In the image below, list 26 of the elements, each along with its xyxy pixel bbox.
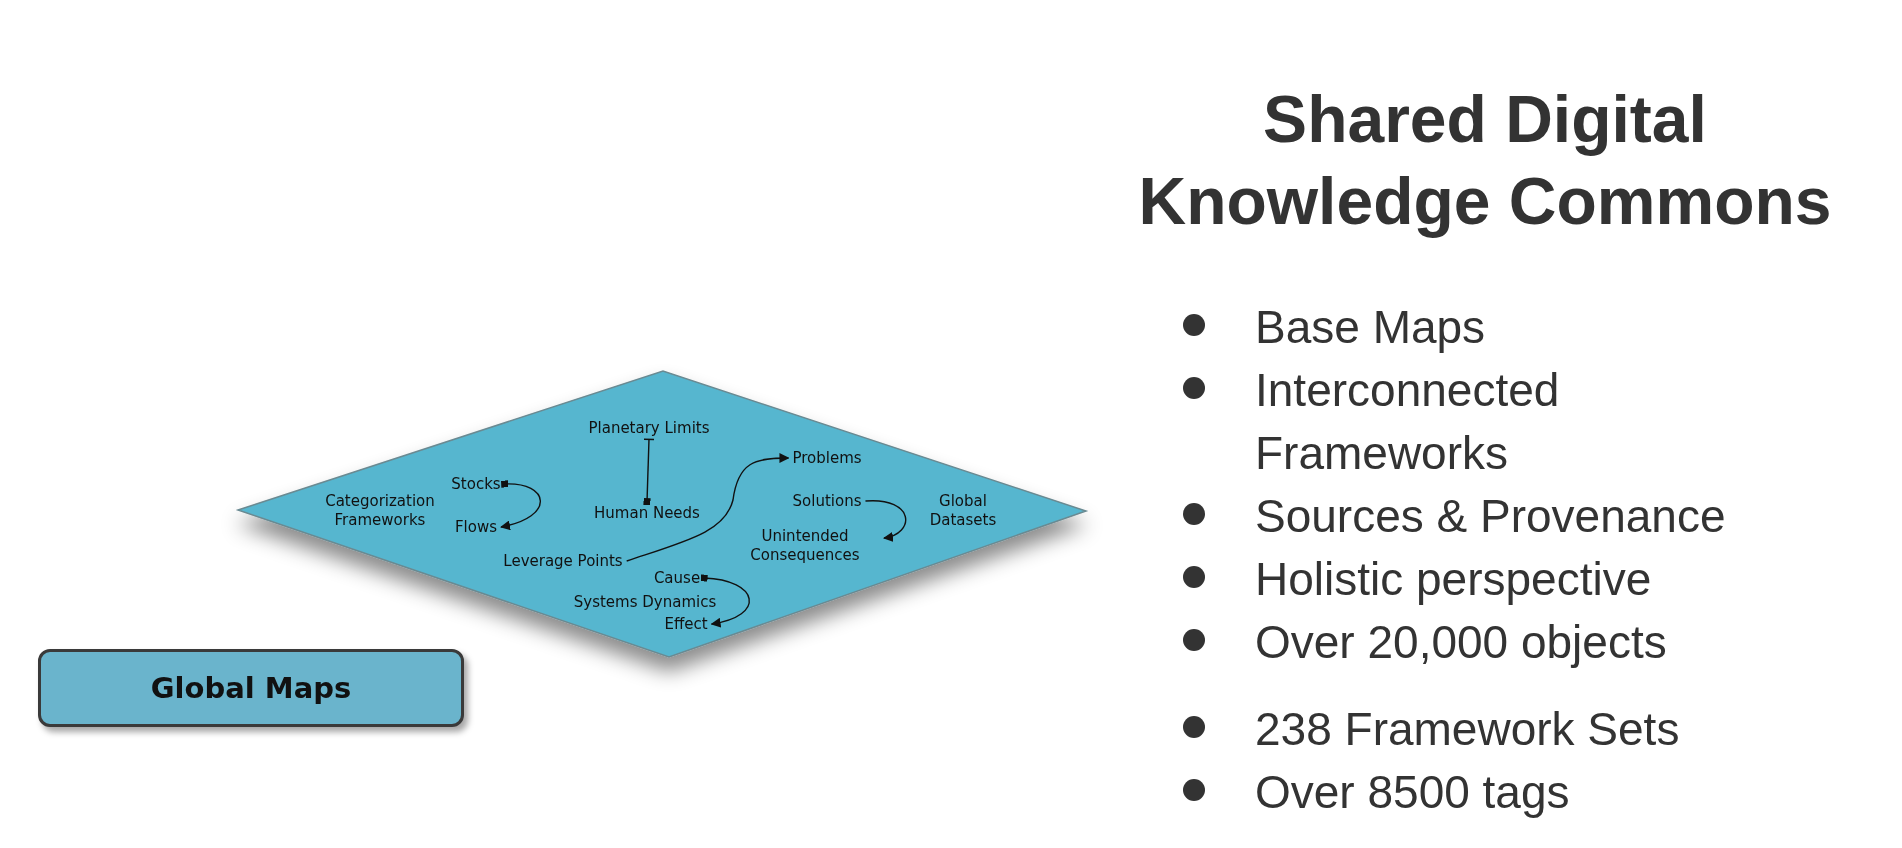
node-label: Problems xyxy=(792,448,862,468)
map-label: Global Datasets xyxy=(928,492,998,530)
node-label: Effect xyxy=(664,614,708,634)
connector-arrow xyxy=(626,453,790,562)
connector-arrow xyxy=(500,480,542,530)
node-label: Leverage Points xyxy=(503,551,623,571)
connector-arrow xyxy=(864,500,907,541)
node-label: Stocks xyxy=(451,474,501,494)
map-button: Global Maps xyxy=(38,649,464,727)
node-label: Unintended Consequences xyxy=(730,527,880,565)
node-label: Planetary Limits xyxy=(588,418,710,438)
bullet-text: Sources & Provenance xyxy=(1255,489,1727,544)
map-label: Systems Dynamics xyxy=(573,592,717,612)
map-label: Categorization Frameworks xyxy=(324,492,436,530)
bullet-text: Base Maps xyxy=(1255,300,1487,355)
bullet-text: 238 Framework Sets xyxy=(1255,702,1681,757)
node-label: Cause xyxy=(653,568,701,588)
bullet-text: Over 8500 tags xyxy=(1255,765,1571,820)
connector-arrow xyxy=(700,574,750,628)
node-label: Flows xyxy=(454,517,498,537)
bullet-text: Over 20,000 objects xyxy=(1255,615,1668,670)
bullet-text: Holistic perspective xyxy=(1255,552,1653,607)
title: Shared Digital Knowledge Commons xyxy=(1137,81,1833,240)
node-label: Human Needs xyxy=(594,503,700,523)
node-label: Solutions xyxy=(792,491,862,511)
bullet-text: Interconnected Frameworks xyxy=(1255,363,1561,481)
